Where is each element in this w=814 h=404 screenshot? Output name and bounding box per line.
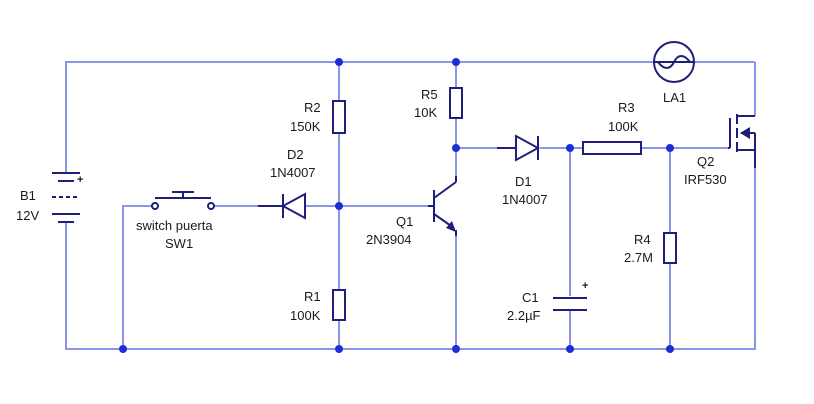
diode-d1: D1 1N4007 xyxy=(497,134,548,207)
r1-ref: R1 xyxy=(304,289,321,304)
wire-top-rail xyxy=(65,61,654,173)
r4-ref: R4 xyxy=(634,232,651,247)
junction-dot xyxy=(452,144,460,152)
junctions xyxy=(119,58,674,353)
d2-ref: D2 xyxy=(287,147,304,162)
transistor-q1: Q1 2N3904 xyxy=(366,176,457,247)
q1-value: 2N3904 xyxy=(366,232,412,247)
mosfet-q2: Q2 IRF530 xyxy=(684,114,756,187)
c1-plus-sign: + xyxy=(582,280,588,292)
resistor-r5: R5 10K xyxy=(414,87,463,120)
junction-dot xyxy=(666,345,674,353)
r3-ref: R3 xyxy=(618,100,635,115)
q1-ref: Q1 xyxy=(396,214,413,229)
q2-ref: Q2 xyxy=(697,154,714,169)
sw1-value: switch puerta xyxy=(136,218,213,233)
d2-value: 1N4007 xyxy=(270,165,316,180)
resistor-r2: R2 150K xyxy=(290,100,346,134)
b1-value: 12V xyxy=(16,208,39,223)
r4-value: 2.7M xyxy=(624,250,653,265)
b1-ref: B1 xyxy=(20,188,36,203)
lamp-la1: LA1 xyxy=(653,41,695,105)
junction-dot xyxy=(566,144,574,152)
wire-bottom-rail xyxy=(65,168,756,350)
junction-dot xyxy=(335,58,343,66)
c1-value: 2.2µF xyxy=(507,308,541,323)
r5-ref: R5 xyxy=(421,87,438,102)
r3-value: 100K xyxy=(608,119,639,134)
junction-dot xyxy=(452,345,460,353)
r2-ref: R2 xyxy=(304,100,321,115)
battery-plus-sign: + xyxy=(77,174,83,186)
junction-dot xyxy=(452,58,460,66)
r2-value: 150K xyxy=(290,119,321,134)
junction-dot xyxy=(335,202,343,210)
wires xyxy=(65,61,756,350)
capacitor-c1: + C1 2.2µF xyxy=(507,280,588,323)
wire-switch-left xyxy=(122,205,152,349)
sw1-ref: SW1 xyxy=(165,236,193,251)
r5-value: 10K xyxy=(414,105,437,120)
junction-dot xyxy=(335,345,343,353)
diode-d2: D2 1N4007 xyxy=(258,147,316,220)
resistor-r1: R1 100K xyxy=(290,289,346,323)
junction-dot xyxy=(119,345,127,353)
la1-ref: LA1 xyxy=(663,90,686,105)
q2-value: IRF530 xyxy=(684,172,727,187)
resistor-r4: R4 2.7M xyxy=(624,232,677,265)
push-switch-sw1: switch puerta SW1 xyxy=(136,191,215,251)
r1-value: 100K xyxy=(290,308,321,323)
junction-dot xyxy=(566,345,574,353)
junction-dot xyxy=(666,144,674,152)
c1-ref: C1 xyxy=(522,290,539,305)
d1-ref: D1 xyxy=(515,174,532,189)
d1-value: 1N4007 xyxy=(502,192,548,207)
battery-b1: + B1 12V xyxy=(16,172,83,223)
resistor-r3: R3 100K xyxy=(582,100,642,155)
